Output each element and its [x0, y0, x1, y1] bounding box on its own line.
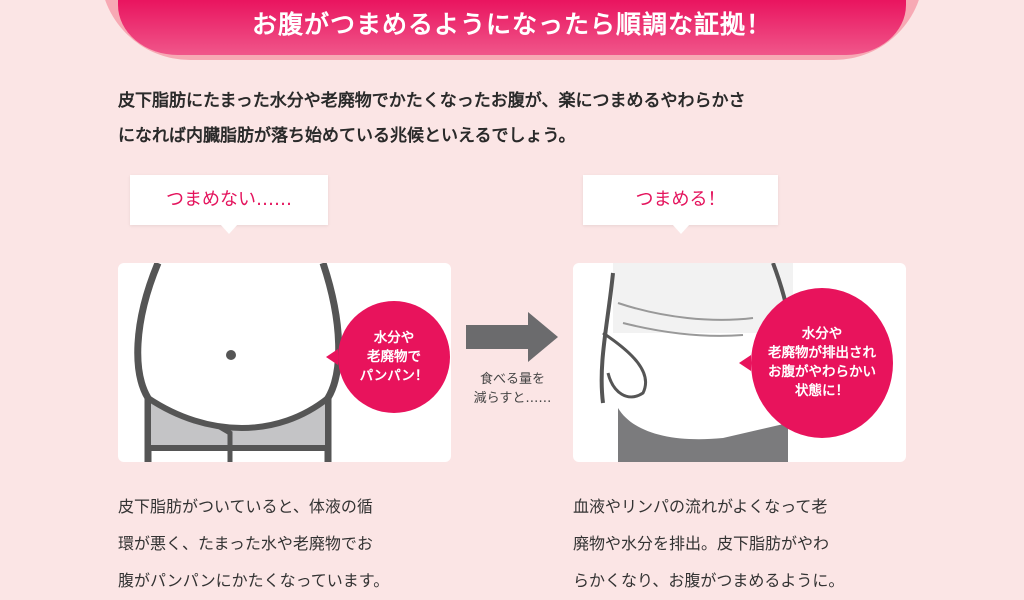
intro-line: になれば内臓脂肪が落ち始めている兆候といえるでしょう。 — [118, 126, 576, 146]
before-bubble: 水分や老廃物でパンパン！ — [326, 301, 450, 413]
before-description: 皮下脂肪がついていると、体液の循環が悪く、たまった水や老廃物でお腹がパンパンにか… — [118, 497, 390, 590]
after-bubble: 水分や老廃物が排出されお腹がやわらかい状態に！ — [739, 288, 893, 438]
intro-text: 皮下脂肪にたまった水分や老廃物でかたくなったお腹が、楽につまめるやわらかさ にな… — [118, 84, 918, 154]
before-illustration: 水分や老廃物でパンパン！ — [118, 263, 451, 462]
arrow-right-icon — [466, 312, 558, 362]
after-illustration: 水分や老廃物が排出されお腹がやわらかい状態に！ — [573, 263, 906, 462]
page-title: お腹がつまめるようになったら順調な証拠！ — [118, 0, 906, 55]
after-caption: つまめる！ — [583, 175, 778, 234]
after-description: 血液やリンパの流れがよくなって老廃物や水分を排出。皮下脂肪がやわらかくなり、お腹… — [573, 497, 845, 590]
before-caption: つまめない…… — [130, 175, 328, 234]
transition-text: 食べる量を減らすと…… — [473, 372, 552, 406]
intro-line: 皮下脂肪にたまった水分や老廃物でかたくなったお腹が、楽につまめるやわらかさ — [118, 91, 746, 111]
